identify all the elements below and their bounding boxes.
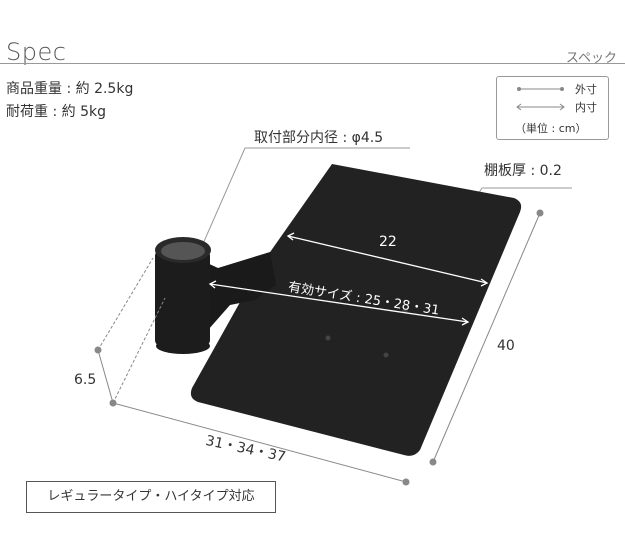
thickness-label: 棚板厚 : 0.2 <box>484 163 562 179</box>
height-line <box>97 349 114 404</box>
product-weight: 商品重量 : 約 2.5kg <box>6 81 134 97</box>
legend-inner-label: 内寸 <box>575 101 597 114</box>
depth-line <box>432 212 541 463</box>
inner-width-arrow <box>287 235 488 284</box>
load-capacity: 耐荷重 : 約 5kg <box>6 104 106 120</box>
dimension-legend: 外寸 内寸 （単位 : cm） <box>496 76 609 140</box>
depth-label: 40 <box>497 338 515 354</box>
type-compatibility-note: レギュラータイプ・ハイタイプ対応 <box>26 481 276 513</box>
legend-line-icons <box>516 87 565 111</box>
mount-diameter-label: 取付部分内径 : φ4.5 <box>254 130 384 146</box>
mount-arm <box>205 252 276 330</box>
page-title: Spec <box>6 38 67 66</box>
divider <box>0 63 625 64</box>
height-label: 6.5 <box>74 372 97 388</box>
inner-width-label: 22 <box>379 234 397 250</box>
mount-leader-line <box>194 147 410 263</box>
effective-size-arrow <box>209 283 469 323</box>
length-line <box>112 402 407 483</box>
clamp-cylinder <box>155 237 211 354</box>
legend-unit-label: （単位 : cm） <box>515 122 587 135</box>
legend-outer-label: 外寸 <box>575 83 597 96</box>
shelf-plate <box>190 164 522 456</box>
page-subtitle: スペック <box>565 51 617 66</box>
